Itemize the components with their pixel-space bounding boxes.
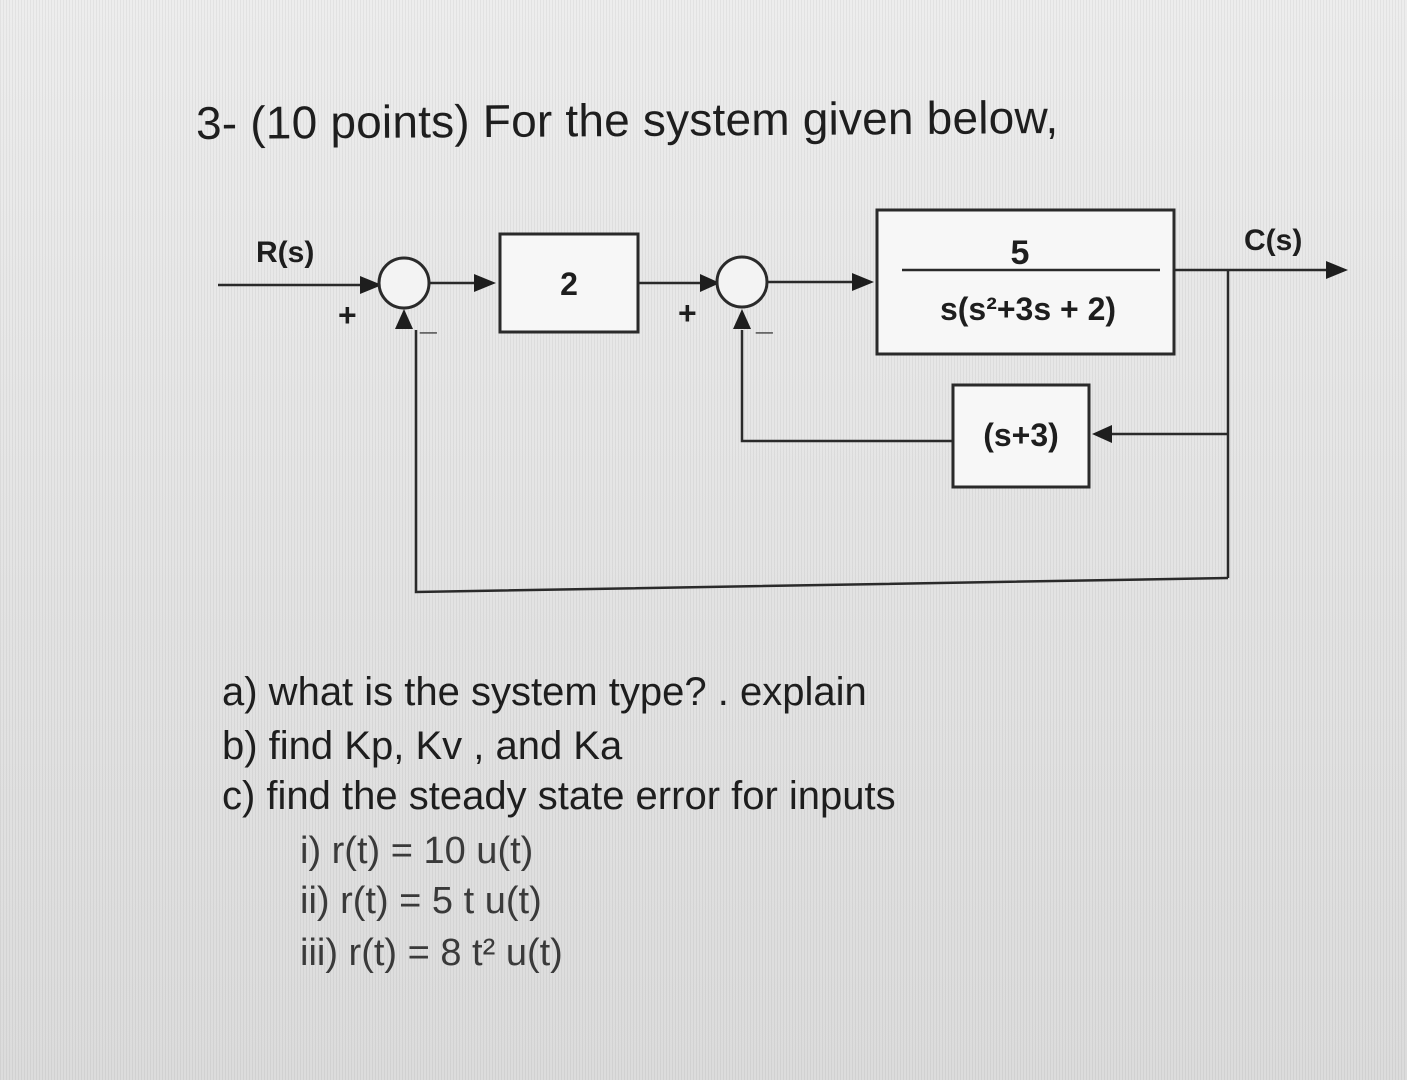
plant-input-arrow [852, 273, 874, 291]
summing-junction-2 [715, 255, 769, 309]
output-label: C(s) [1244, 224, 1302, 257]
sum1-plus-sign: + [338, 297, 357, 333]
question-c-item-2: ii) r(t) = 5 t u(t) [300, 880, 542, 922]
sum2-feedback-arrow [733, 309, 751, 329]
gain-input-arrow [474, 274, 496, 292]
question-b: b) find Kp, Kv , and Ka [222, 724, 623, 768]
plant-block [875, 208, 1176, 356]
sum2-input-arrow [700, 274, 720, 292]
plant-numerator: 5 [1011, 234, 1030, 272]
output-arrow [1326, 261, 1348, 279]
sum2-plus-sign: + [678, 295, 697, 331]
inner-feedback-arrow [1092, 425, 1112, 443]
summing-junction-1 [377, 256, 431, 310]
question-c-item-1: i) r(t) = 10 u(t) [300, 830, 534, 872]
sum1-minus-sign: _ [419, 304, 437, 337]
inner-feedback-out-line [740, 330, 953, 443]
gain-block [498, 232, 640, 334]
plant-denominator: s(s²+3s + 2) [940, 291, 1116, 327]
outer-feedback-line [414, 330, 1229, 594]
question-a: a) what is the system type? . explain [222, 670, 867, 714]
input-label: R(s) [256, 236, 314, 269]
question-c: c) find the steady state error for input… [222, 774, 896, 818]
feedback-block [951, 383, 1091, 489]
feedback-block-value: (s+3) [983, 417, 1059, 453]
sum1-feedback-arrow [395, 309, 413, 329]
question-c-item-3: iii) r(t) = 8 t² u(t) [300, 932, 563, 974]
gain-value: 2 [560, 266, 578, 302]
input-arrow [360, 276, 382, 294]
sum2-minus-sign: _ [755, 304, 773, 337]
